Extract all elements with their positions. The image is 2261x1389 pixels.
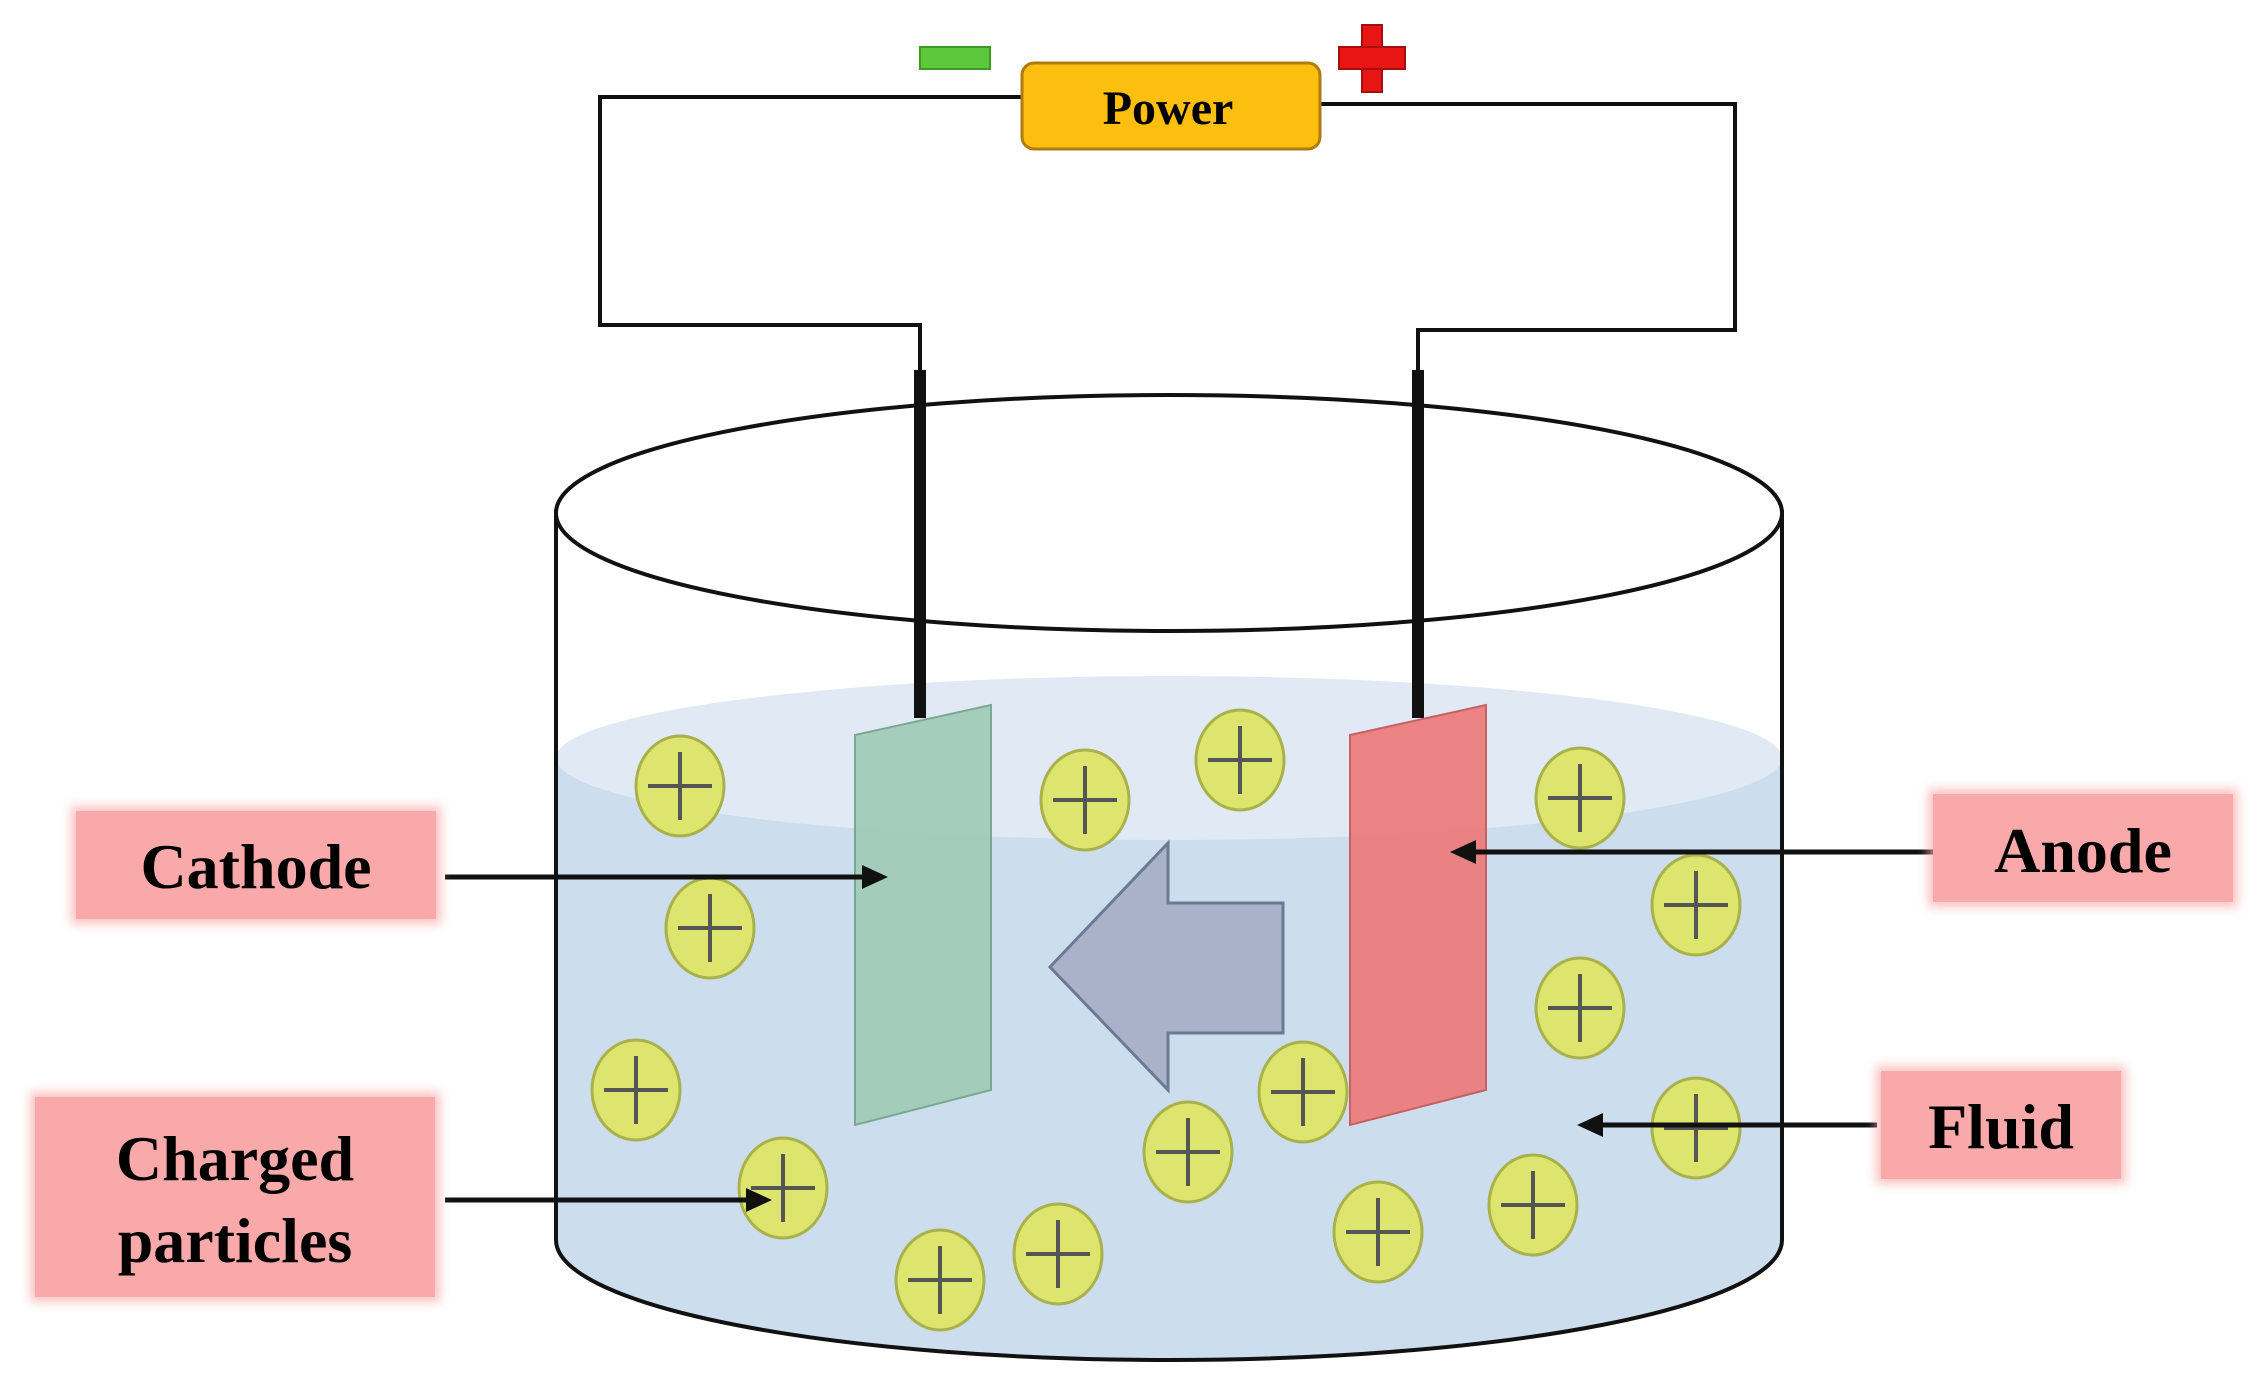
fluid-label: Fluid bbox=[1928, 1091, 2074, 1162]
plus-sign-circle-icon bbox=[634, 734, 726, 838]
anode-label: Anode bbox=[1994, 815, 2172, 886]
callout-arrows bbox=[445, 840, 1933, 1212]
particles-arrow-head bbox=[746, 1188, 772, 1212]
charged-particles bbox=[590, 708, 1742, 1332]
plus-sign-circle-icon bbox=[1534, 746, 1626, 850]
beaker-wall bbox=[554, 510, 1784, 1362]
anode-plate bbox=[1349, 703, 1487, 1127]
plus-sign-circle-icon bbox=[1487, 1153, 1579, 1257]
power-supply: Power bbox=[1020, 61, 1322, 151]
circuit-wires bbox=[598, 95, 1737, 375]
cathode-label: Cathode bbox=[140, 831, 371, 902]
anode-arrow-head bbox=[1450, 840, 1476, 864]
beaker-rim bbox=[554, 393, 1784, 633]
particles-label-line2: particles bbox=[118, 1205, 353, 1276]
fluid-box bbox=[1881, 1071, 2121, 1179]
plus-sign-circle-icon bbox=[1534, 956, 1626, 1060]
fluid-arrow-head bbox=[1577, 1113, 1603, 1137]
plus-sign-circle-icon bbox=[1257, 1040, 1349, 1144]
plus-sign-circle-icon bbox=[737, 1136, 829, 1240]
plus-sign-circle-icon bbox=[1332, 1180, 1424, 1284]
plus-sign-circle-icon bbox=[1650, 853, 1742, 957]
plus-sign-circle-icon bbox=[1012, 1202, 1104, 1306]
anode-box bbox=[1933, 794, 2233, 902]
power-box bbox=[1020, 61, 1322, 151]
left-arrow-icon bbox=[1047, 839, 1285, 1094]
plus-sign-circle-icon bbox=[1194, 708, 1286, 812]
callout-boxes bbox=[30, 789, 2238, 1302]
plus-sign-circle-icon bbox=[1039, 748, 1131, 852]
positive-wire bbox=[1320, 102, 1737, 375]
particles-label-line1: Charged bbox=[116, 1123, 354, 1194]
particles-box bbox=[35, 1097, 435, 1297]
cathode-arrow-head bbox=[862, 865, 888, 889]
plus-sign-circle-icon bbox=[590, 1038, 682, 1142]
plus-sign-circle-icon bbox=[894, 1228, 986, 1332]
plus-sign-circle-icon bbox=[664, 876, 756, 980]
cathode-box bbox=[76, 811, 436, 919]
negative-wire bbox=[598, 95, 1025, 375]
power-label: Power bbox=[1103, 82, 1234, 135]
cathode-plate bbox=[854, 703, 992, 1127]
positive-terminal-icon bbox=[1338, 24, 1406, 93]
plus-sign-circle-icon bbox=[1650, 1076, 1742, 1180]
negative-terminal-icon bbox=[919, 46, 991, 70]
plus-sign-circle-icon bbox=[1142, 1100, 1234, 1204]
